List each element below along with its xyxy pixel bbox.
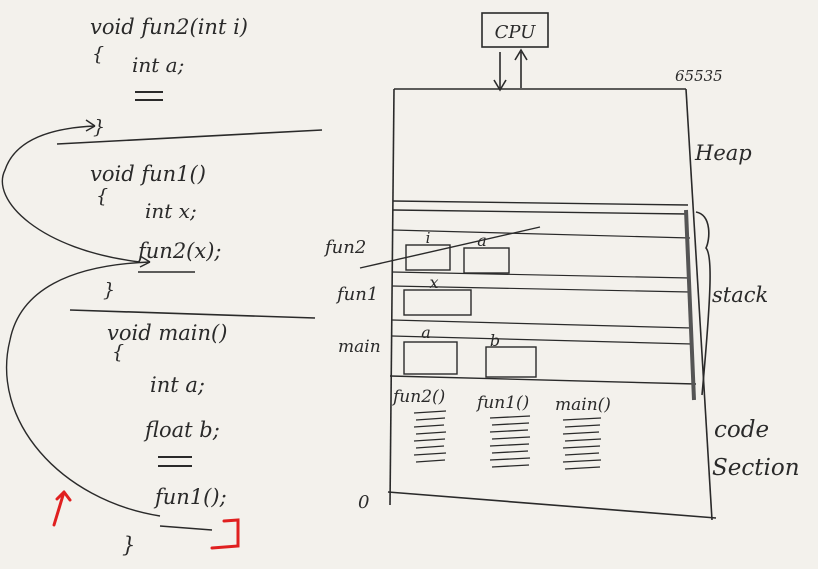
main-var-a-label: a xyxy=(421,323,431,342)
fun2-var-a-box xyxy=(463,247,510,274)
cpu-box xyxy=(481,12,549,48)
fun1-open-brace: { xyxy=(96,185,108,207)
fun2-signature: void fun2(int i) xyxy=(90,15,248,39)
fun2-var-i-label: i xyxy=(426,229,431,247)
fun1-call-fun2: fun2(x); xyxy=(136,239,222,263)
stack-label: stack xyxy=(712,283,768,307)
code-main-label: main() xyxy=(555,395,611,415)
main-decl-b: float b; xyxy=(143,418,220,442)
code-label: code xyxy=(714,417,769,443)
cpu-bus-up-head xyxy=(514,48,528,61)
main-var-a-box xyxy=(403,341,458,375)
frame-label-fun1: fun1 xyxy=(335,284,378,305)
main-var-b-box xyxy=(485,346,537,378)
main-close-brace: } xyxy=(122,533,135,557)
code-mark-2-6 xyxy=(562,459,602,463)
memory-right-edge xyxy=(685,88,713,521)
red-up-arrow xyxy=(52,490,72,527)
code-mark-2-7 xyxy=(564,466,601,470)
fun1-close-brace: } xyxy=(103,279,115,301)
code-mark-1-3 xyxy=(491,436,531,440)
heap-label: Heap xyxy=(694,141,752,165)
separator-1 xyxy=(56,129,323,145)
stack-brace xyxy=(695,211,711,396)
fun2-open-brace: { xyxy=(92,43,104,65)
call-arrow-main-to-fun1 xyxy=(5,261,161,517)
code-listing: void fun2(int i) { int a; } void fun1() … xyxy=(1,15,323,557)
main-open-brace: { xyxy=(112,341,124,363)
code-mark-2-0 xyxy=(562,417,602,421)
memory-layout: CPU 65535 Heap stack code Section fun2 f… xyxy=(323,12,800,521)
main-call-fun1: fun1(); xyxy=(153,485,227,509)
main-var-b-label: b xyxy=(490,331,500,350)
code-fun1-label: fun1() xyxy=(475,393,529,413)
code-mark-2-3 xyxy=(564,438,602,442)
main-signature: void main() xyxy=(107,321,227,345)
fun1-var-x-label: x xyxy=(429,273,438,292)
code-mark-2-5 xyxy=(564,452,600,456)
fun1-decl-x: int x; xyxy=(145,199,197,223)
frame-label-fun2: fun2 xyxy=(323,237,366,258)
call-arrow-head-2 xyxy=(85,119,96,132)
frame-label-main: main xyxy=(338,337,381,357)
separator-2 xyxy=(69,309,316,319)
fun1-var-x-box xyxy=(403,289,472,316)
cpu-label: CPU xyxy=(495,22,537,43)
code-mark-1-5 xyxy=(491,450,529,454)
fun2-decl-a: int a; xyxy=(132,53,184,77)
code-mark-0-3 xyxy=(415,431,447,435)
code-mark-0-7 xyxy=(415,459,446,463)
code-mark-0-0 xyxy=(413,410,447,414)
fun1-frame-bottom xyxy=(391,285,691,293)
code-mark-2-2 xyxy=(562,431,600,435)
code-mark-0-1 xyxy=(415,417,446,421)
code-mark-1-1 xyxy=(491,422,530,426)
main-decl-a: int a; xyxy=(150,373,205,397)
cpu-bus-down-head xyxy=(493,79,507,92)
fun2-frame-bottom xyxy=(391,271,691,279)
top-address: 65535 xyxy=(675,67,723,85)
fun2-close-brace: } xyxy=(93,116,105,138)
fun2-frame-top xyxy=(392,229,691,239)
stack-code-divider xyxy=(389,375,697,385)
red-bracket-mark xyxy=(210,518,240,550)
memory-left-edge xyxy=(389,88,395,506)
section-label: Section xyxy=(712,455,800,481)
heap-stack-divider xyxy=(392,200,689,206)
code-mark-0-4 xyxy=(413,438,446,442)
code-fun2-label: fun2() xyxy=(391,387,445,407)
fun1-call-underline xyxy=(159,525,213,531)
code-instruction-marks xyxy=(413,410,602,470)
code-mark-0-2 xyxy=(413,424,445,428)
code-mark-1-2 xyxy=(489,429,529,433)
call-arrow-fun1-to-fun2 xyxy=(1,125,141,263)
bottom-address: 0 xyxy=(358,492,369,513)
code-mark-1-4 xyxy=(489,443,530,447)
code-mark-1-7 xyxy=(491,464,530,468)
main-frame-mid xyxy=(391,335,693,345)
code-mark-1-0 xyxy=(489,415,531,419)
code-mark-2-1 xyxy=(564,424,601,428)
code-mark-0-6 xyxy=(413,452,447,456)
code-mark-1-6 xyxy=(489,457,531,461)
fun1-signature: void fun1() xyxy=(90,162,206,186)
memory-bottom-edge xyxy=(387,491,717,519)
stack-edge-marker xyxy=(684,209,696,401)
code-mark-0-5 xyxy=(415,445,445,449)
call-arrow-head-1 xyxy=(139,255,151,268)
main-frame-top xyxy=(391,319,693,329)
stack-top-line xyxy=(392,209,689,215)
code-mark-2-4 xyxy=(562,445,601,449)
fun2-frame-strike xyxy=(359,226,541,269)
